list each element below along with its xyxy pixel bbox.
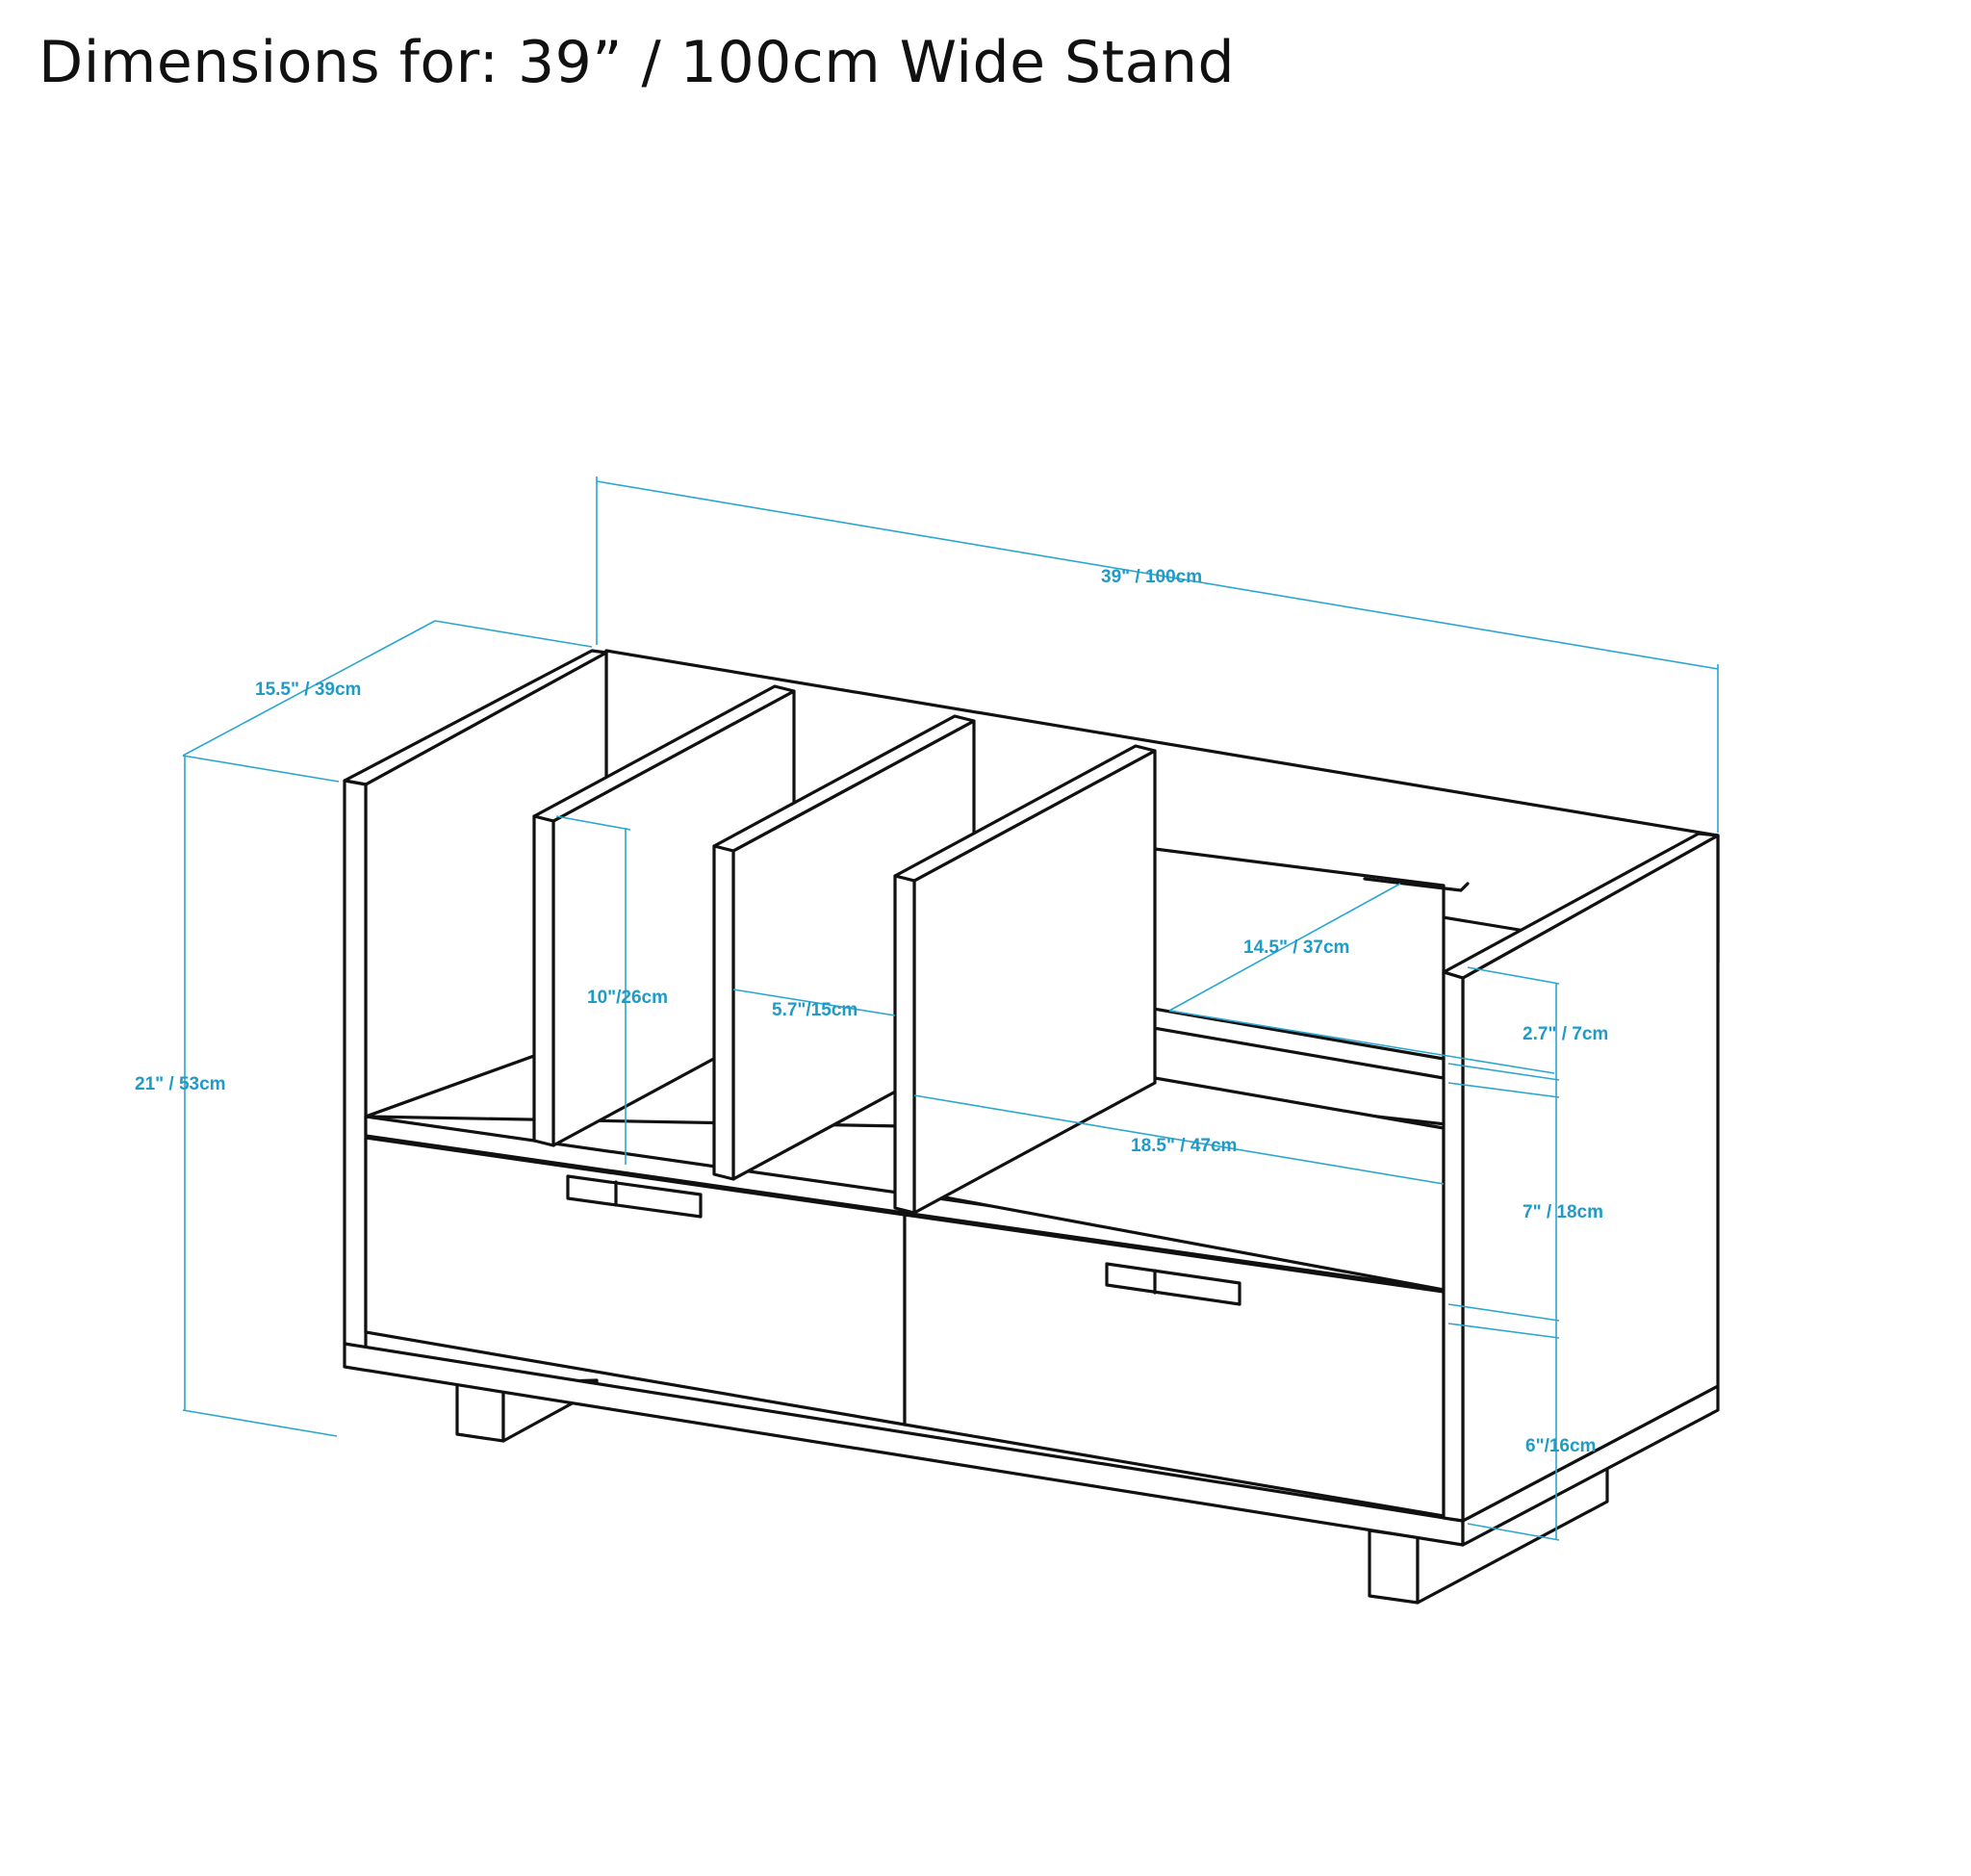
dimension-guides (182, 476, 1719, 1541)
right-side-front (1442, 970, 1465, 1523)
drawer-left-handle (566, 1174, 703, 1219)
right-ext-4 (1447, 1303, 1560, 1322)
height-label: 21" / 53cm (135, 1074, 226, 1094)
width-label: 39" / 100cm (1101, 567, 1202, 587)
depth-dimension-line (182, 620, 436, 757)
divider-3-edge (893, 874, 916, 1215)
drawer-right-handle (1105, 1262, 1241, 1306)
divider-2-edge (712, 844, 735, 1181)
depth-extension-top (434, 620, 593, 648)
height-extension-bottom (182, 1409, 338, 1437)
upper-gap-label: 2.7" / 7cm (1523, 1024, 1608, 1044)
shelf-depth-label: 14.5" / 37cm (1243, 938, 1349, 958)
right-ext-6 (1467, 1523, 1560, 1541)
shelf-width-label: 18.5" / 47cm (1131, 1136, 1237, 1156)
width-dimension-line (596, 480, 1719, 670)
middle-gap-label: 7" / 18cm (1523, 1202, 1603, 1222)
divider-gap-line (732, 989, 896, 1016)
divider-height-ext-top (555, 815, 631, 831)
right-ext-5 (1447, 1323, 1560, 1339)
divider-1-edge (532, 814, 555, 1147)
divider-height-label: 10"/26cm (587, 988, 668, 1008)
shelf-width-line (913, 1094, 1445, 1185)
right-ext-3 (1447, 1082, 1560, 1098)
divider-gap-label: 5.7"/15cm (772, 1000, 858, 1020)
leg-front-right (1368, 1529, 1420, 1605)
stand-drawing (343, 649, 1720, 1605)
depth-extension-bottom (182, 755, 340, 783)
cable-slot (1363, 877, 1470, 892)
shelf-depth-line (1168, 883, 1401, 1012)
dimension-labels: 39" / 100cm 15.5" / 39cm 21" / 53cm 10"/… (135, 567, 1608, 1456)
right-ext-2 (1447, 1063, 1560, 1081)
shelf-depth-ext (1168, 1010, 1555, 1074)
depth-label: 15.5" / 39cm (255, 680, 361, 700)
drawer-height-label: 6"/16cm (1525, 1436, 1596, 1456)
page-title: Dimensions for: 39” / 100cm Wide Stand (38, 29, 1236, 96)
right-ext-1 (1467, 966, 1560, 985)
left-side-front (343, 779, 368, 1349)
